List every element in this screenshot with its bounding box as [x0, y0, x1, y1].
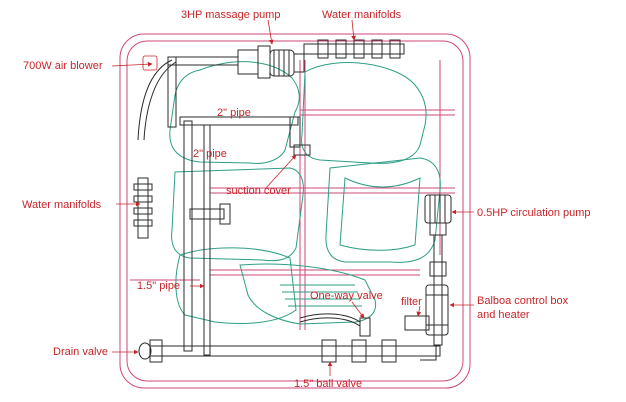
label-drain-valve: Drain valve — [53, 346, 109, 358]
label-pipe-2in-b: 2" pipe — [193, 148, 227, 160]
arrow-filter — [416, 305, 422, 317]
one-way-line-2 — [299, 317, 361, 327]
seat-top-left — [169, 61, 300, 164]
label-circ-pump: 0.5HP circulation pump — [477, 207, 591, 219]
suction-tee — [189, 208, 225, 220]
tub-seats — [169, 61, 441, 325]
seat-middle-right — [325, 157, 441, 263]
shell-outer — [119, 33, 471, 389]
label-suction-cover: suction cover — [226, 185, 291, 197]
ball-valve-2 — [351, 339, 367, 363]
union-fitting — [429, 261, 447, 277]
shell-inner — [126, 40, 464, 382]
arrow-one-way-valve — [351, 301, 365, 319]
right-vertical-pipe — [433, 234, 443, 346]
arrow-massage-pump — [267, 19, 274, 45]
one-half-pipe-vertical — [203, 124, 211, 356]
two-inch-pipe-vertical — [183, 120, 193, 352]
label-pipe-15in: 1.5" pipe — [137, 280, 181, 292]
ball-valve-body — [321, 339, 337, 363]
heater-drawing — [425, 284, 449, 336]
label-air-blower: 700W air blower — [23, 60, 103, 72]
suction-fitting — [293, 144, 311, 156]
pump-header-pipe — [167, 56, 239, 66]
drain-valve-handle — [138, 342, 152, 360]
two-inch-pipe-horizontal — [179, 116, 299, 126]
leader-lines — [111, 19, 474, 376]
tub-shell — [119, 33, 471, 389]
left-vertical-pipe-upper — [167, 56, 177, 128]
top-manifold-drawing — [303, 39, 405, 59]
label-pipe-2in-a: 2" pipe — [217, 107, 251, 119]
label-control-box-line1: Balboa control box — [477, 295, 569, 307]
label-control-box-line2: and heater — [477, 309, 530, 321]
filter-body — [404, 315, 430, 331]
lounge-bottom — [239, 263, 377, 325]
one-way-line — [299, 313, 361, 323]
arrow-air-blower — [111, 61, 153, 67]
seat-middle-left — [171, 167, 304, 262]
side-manifold-drawing — [133, 177, 153, 239]
label-top-manifolds: Water manifolds — [322, 9, 402, 21]
label-side-manifolds: Water manifolds — [22, 199, 102, 211]
label-filter: filter — [401, 296, 422, 308]
arrow-top-manifold — [351, 19, 356, 41]
label-ball-valve: 1.5" ball valve — [294, 378, 363, 390]
suction-valve — [219, 203, 231, 225]
footwell-inner — [339, 177, 421, 251]
seat-lower-left — [175, 247, 297, 324]
heater-return — [420, 345, 437, 361]
plumbing — [133, 39, 452, 363]
label-one-way-valve: One-way valve — [310, 290, 383, 302]
drain-valve-body — [149, 339, 163, 363]
air-line-2 — [143, 61, 177, 141]
label-massage-pump: 3HP massage pump — [181, 9, 281, 21]
seat-top-right — [301, 62, 427, 164]
massage-pump-body — [237, 45, 305, 79]
arrow-suction-cover — [265, 154, 297, 189]
air-blower-box — [142, 55, 158, 71]
ball-valve-3 — [381, 339, 397, 363]
two-inch-pipe-drop — [289, 116, 301, 148]
one-way-valve-body — [359, 317, 371, 337]
air-line — [137, 59, 173, 141]
